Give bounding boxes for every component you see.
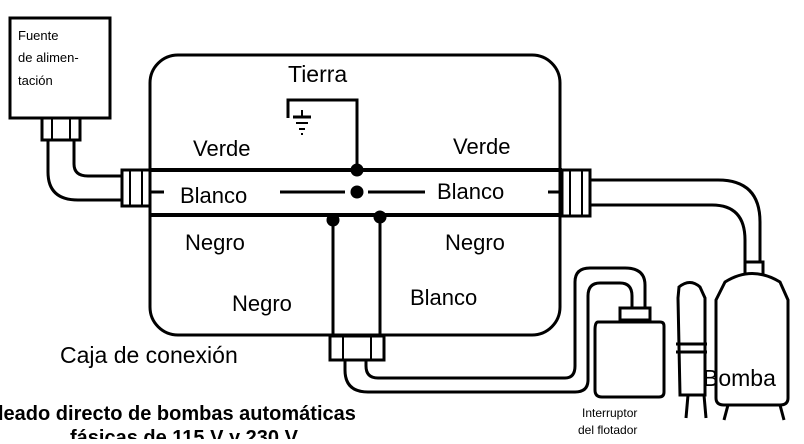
- power-source-label-line3: tación: [18, 73, 53, 88]
- ground-junction-dot: [350, 163, 364, 177]
- junction-box-label: Caja de conexión: [60, 342, 238, 368]
- ground-wire: [286, 98, 359, 165]
- power-source: Fuente de alimen- tación: [8, 16, 112, 142]
- float-switch: [593, 306, 666, 399]
- caption-line1: leado directo de bombas automáticas: [0, 403, 356, 425]
- bottom-connector: [328, 334, 386, 362]
- white-junction-dot: [350, 185, 364, 199]
- right-green-label: Verde: [453, 134, 511, 159]
- right-black-label: Negro: [445, 230, 505, 255]
- float-switch-label-line1: Interruptor: [582, 406, 637, 420]
- left-connector: [120, 168, 152, 208]
- float-switch-label-line2: del flotador: [578, 423, 637, 437]
- pump-label: Bomba: [703, 365, 776, 391]
- left-green-label: Verde: [193, 136, 251, 161]
- power-source-fitting: [40, 116, 82, 142]
- left-black-label: Negro: [185, 230, 245, 255]
- right-white-label: Blanco: [437, 179, 504, 204]
- power-conduit: [46, 140, 125, 202]
- ground-label: Tierra: [288, 61, 347, 87]
- right-connector: [560, 168, 592, 218]
- caption-line2: fásicas de 115 V y 230 V: [70, 427, 299, 439]
- power-source-label-line2: de alimen-: [18, 50, 79, 65]
- power-source-box: [8, 16, 112, 120]
- power-source-label-line1: Fuente: [18, 28, 58, 43]
- left-white-label: Blanco: [180, 183, 247, 208]
- bottom-white-label: Blanco: [410, 285, 477, 310]
- float-conduit: [343, 266, 647, 394]
- pump: [676, 260, 790, 421]
- bottom-black-label: Negro: [232, 291, 292, 316]
- pump-cord: [590, 178, 762, 262]
